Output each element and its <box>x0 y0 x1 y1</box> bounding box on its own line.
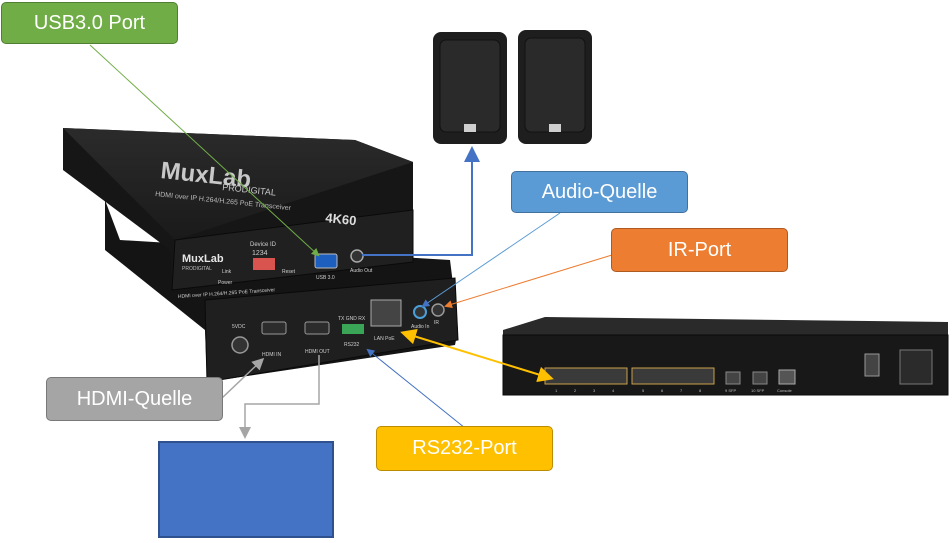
switch-console-label: Console <box>777 388 792 393</box>
ir-port-callout: IR-Port <box>611 228 788 272</box>
usb-port-callout: USB3.0 Port <box>1 2 178 44</box>
switch-sfp2-label: 10 SFP <box>751 388 765 393</box>
switch-port-number: 3 <box>593 388 596 393</box>
front-device-id-label: Device ID <box>250 242 277 248</box>
audio-source-callout: Audio-Quelle <box>511 171 688 213</box>
switch-port-number: 8 <box>699 388 702 393</box>
hdmi-source-callout: HDMI-Quelle <box>46 377 223 421</box>
switch-port-number: 4 <box>612 388 615 393</box>
switch-port-number: 6 <box>661 388 664 393</box>
front-usb-label: USB 3.0 <box>316 275 335 281</box>
hdmi-out-connector <box>239 355 320 439</box>
front-brand-sub: PRODIGITAL <box>182 266 212 272</box>
network-switch <box>502 317 949 396</box>
front-link-label: Link <box>222 269 232 275</box>
rear-hdmi-out-label: HDMI OUT <box>305 349 330 355</box>
switch-port-labels: 1 2 3 4 5 6 7 8 <box>555 388 702 393</box>
rear-ports <box>231 299 445 354</box>
ir-port-callout-label: IR-Port <box>667 238 732 261</box>
rear-audio-in-label: Audio In <box>411 324 430 330</box>
audio-source-callout-label: Audio-Quelle <box>541 180 658 203</box>
switch-port-number: 1 <box>555 388 558 393</box>
display-screen <box>158 441 334 538</box>
rear-dc-label: 5VDC <box>232 324 246 330</box>
device-4k-badge: 4K60 <box>325 210 357 228</box>
front-audio-out-label: Audio Out <box>350 268 373 274</box>
rs232-port-callout: RS232-Port <box>376 426 553 471</box>
usb-port-callout-label: USB3.0 Port <box>33 11 146 34</box>
hdmi-source-callout-label: HDMI-Quelle <box>76 387 193 410</box>
transceiver-front-unit <box>63 128 414 291</box>
speaker-connector <box>362 146 480 256</box>
ir-connector <box>444 254 613 309</box>
speaker-left <box>433 32 507 144</box>
front-device-id-digits: 1234 <box>252 250 268 257</box>
switch-sfp1-label: 9 SFP <box>725 388 736 393</box>
switch-port-number: 2 <box>574 388 577 393</box>
audio-connector <box>421 212 561 308</box>
rear-rs232-pins: TX GND RX <box>338 316 366 322</box>
rear-hdmi-in-label: HDMI IN <box>262 352 282 358</box>
rear-rs232-label: RS232 <box>344 342 360 348</box>
rear-lan-label: LAN PoE <box>374 336 395 342</box>
hdmi-in-connector <box>221 357 265 399</box>
front-reset-label: Reset <box>282 269 296 275</box>
switch-port-number: 5 <box>642 388 645 393</box>
switch-port-number: 7 <box>680 388 683 393</box>
front-power-label: Power <box>218 280 233 286</box>
front-brand: MuxLab <box>182 253 224 265</box>
speaker-right <box>518 30 592 144</box>
usb-connector <box>89 44 320 257</box>
rs232-connector <box>366 348 466 429</box>
rs232-port-callout-label: RS232-Port <box>412 437 517 459</box>
lan-connector <box>400 328 554 383</box>
rear-ir-label: IR <box>434 320 439 326</box>
